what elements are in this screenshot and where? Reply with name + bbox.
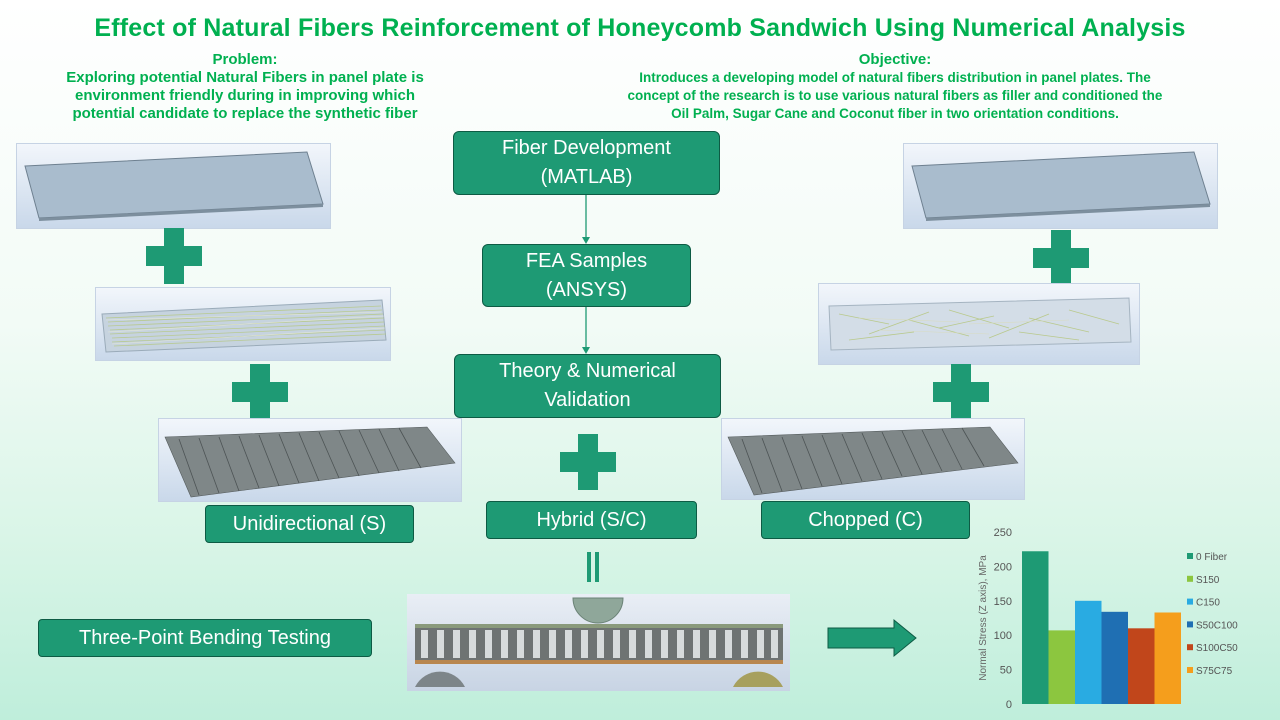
left-plate-drawing	[24, 151, 324, 221]
bar-c150	[1075, 600, 1102, 704]
plus-icon-center	[560, 434, 616, 490]
bending-test-drawing	[415, 597, 783, 687]
hybrid-label: Hybrid (S/C)	[486, 501, 697, 539]
theory-validation-title: Theory & Numerical	[499, 360, 676, 382]
y-axis-label: Normal Stress (Z axis), MPa	[978, 555, 989, 681]
legend-label-0-fiber: 0 Fiber	[1196, 552, 1228, 563]
right-honeycomb-image	[721, 418, 1025, 500]
fea-samples-title: FEA Samples	[525, 249, 648, 272]
legend-label-s150: S150	[1196, 575, 1220, 586]
chopped-label: Chopped (C)	[761, 501, 970, 539]
unidirectional-fiber-drawing	[101, 299, 387, 353]
three-point-bending-label: Three-Point Bending Testing	[38, 619, 372, 657]
y-tick-label-0: 0	[1006, 699, 1012, 711]
chopped-fiber-drawing	[828, 297, 1132, 351]
left-honeycomb-drawing	[164, 426, 456, 498]
problem-section: Problem: Exploring potential Natural Fib…	[20, 51, 470, 123]
legend-swatch-s50c100	[1187, 621, 1193, 628]
problem-line-1: Exploring potential Natural Fibers in pa…	[66, 69, 424, 86]
problem-line-3: potential candidate to replace the synth…	[72, 105, 418, 122]
plus-icon-left-2	[232, 364, 288, 420]
legend-label-s100c50: S100C50	[1196, 643, 1238, 654]
left-fiber-image	[95, 287, 391, 361]
objective-line-2: concept of the research is to use variou…	[627, 88, 1163, 103]
objective-heading: Objective:	[858, 51, 932, 68]
right-plate-image	[903, 143, 1218, 229]
y-tick-label-4: 200	[994, 561, 1012, 573]
right-honeycomb-drawing	[727, 426, 1019, 496]
bar-s50c100	[1101, 611, 1128, 704]
fea-samples-tool: (ANSYS)	[545, 278, 628, 301]
left-honeycomb-image	[158, 418, 462, 502]
plus-icon-right-2	[933, 364, 989, 420]
problem-heading: Problem:	[212, 51, 278, 68]
unidirectional-label: Unidirectional (S)	[205, 505, 414, 543]
fiber-development-tool: (MATLAB)	[540, 166, 633, 188]
right-fiber-image	[818, 283, 1140, 365]
stress-bar-chart: Normal Stress (Z axis), MPa 0 50 100 150 200 2…	[978, 527, 1238, 711]
legend-label-c150: C150	[1196, 598, 1220, 609]
right-arrow-icon	[827, 618, 917, 658]
bending-test-image	[407, 594, 790, 691]
objective-line-1: Introduces a developing model of natural…	[639, 70, 1151, 85]
legend-swatch-0-fiber	[1187, 553, 1193, 559]
theory-validation-box: Theory & Numerical Validation	[454, 354, 721, 418]
bar-s100c50	[1128, 628, 1155, 704]
left-plate-image	[16, 143, 331, 229]
legend-swatch-c150	[1187, 598, 1193, 605]
legend-label-s75c75: S75C75	[1196, 666, 1233, 677]
fea-samples-box: FEA Samples (ANSYS)	[482, 244, 691, 307]
bar-0-fiber	[1022, 551, 1049, 704]
objective-section: Objective: Introduces a developing model…	[535, 51, 1255, 123]
legend-swatch-s150	[1187, 575, 1193, 582]
fiber-development-box: Fiber Development (MATLAB)	[453, 131, 720, 195]
legend-swatch-s75c75	[1187, 667, 1193, 673]
plus-icon-left-1	[146, 228, 202, 284]
y-tick-label-5: 250	[994, 527, 1012, 539]
y-tick-label-3: 150	[994, 596, 1012, 608]
theory-validation-subtitle: Validation	[544, 389, 631, 411]
right-plate-drawing	[911, 151, 1211, 221]
plus-icon-right-1	[1033, 230, 1089, 286]
bar-s75c75	[1154, 612, 1181, 704]
y-tick-label-1: 50	[1000, 665, 1012, 677]
y-tick-label-2: 100	[994, 630, 1012, 642]
legend-swatch-s100c50	[1187, 644, 1193, 651]
bar-s150	[1048, 630, 1075, 704]
legend-label-s50c100: S50C100	[1196, 620, 1238, 631]
flow-arrow-1	[582, 195, 590, 244]
equals-icon	[587, 552, 599, 582]
problem-line-2: environment friendly during in improving…	[74, 87, 416, 104]
flow-arrow-2	[582, 307, 590, 354]
objective-line-3: Oil Palm, Sugar Cane and Coconut fiber i…	[671, 106, 1119, 121]
poster-title: Effect of Natural Fibers Reinforcement o…	[94, 14, 1186, 42]
fiber-development-title: Fiber Development	[502, 137, 671, 159]
